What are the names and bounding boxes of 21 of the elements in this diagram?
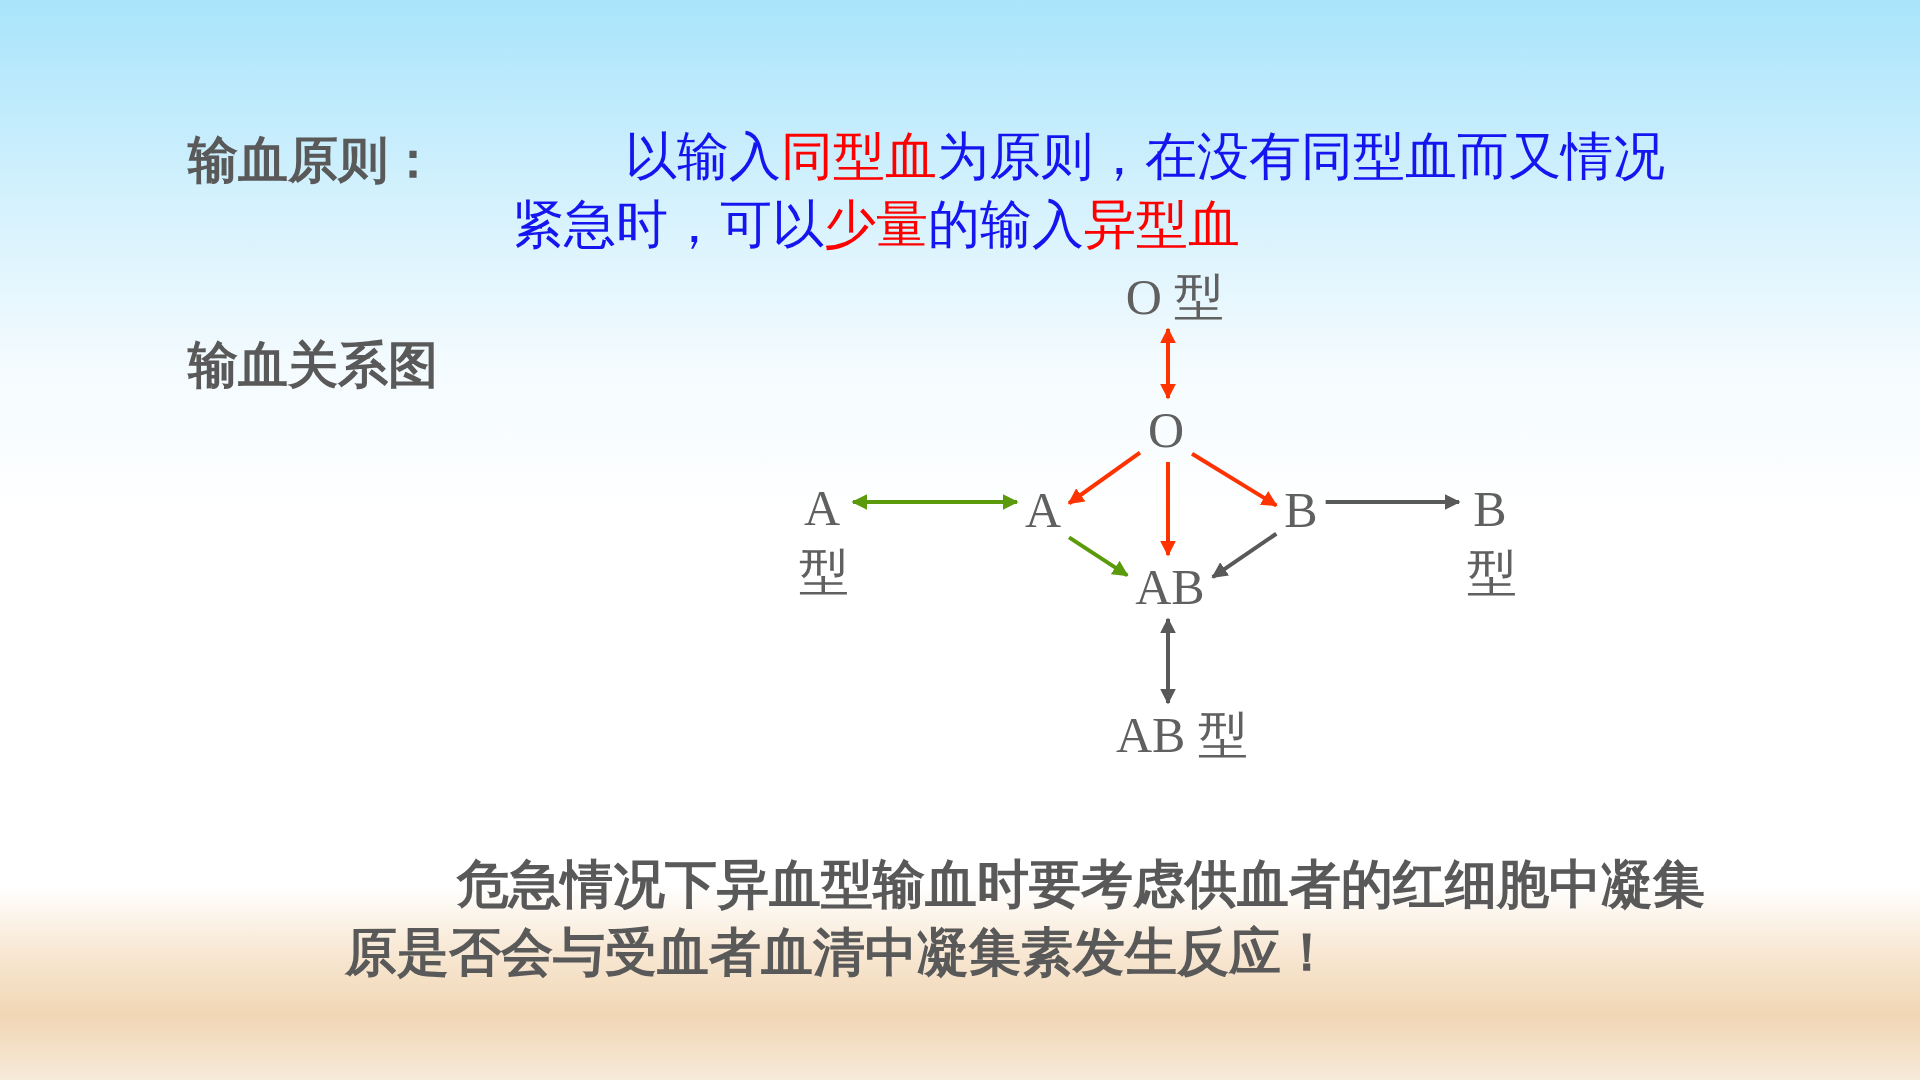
blood-type-label: A bbox=[1016, 478, 1070, 542]
heading: 输血关系图 bbox=[188, 335, 438, 395]
blood-type-label: AB 型 bbox=[1108, 703, 1256, 767]
blood-type-label: AB bbox=[1127, 555, 1213, 619]
blood-type-label: B 型 bbox=[1459, 473, 1521, 609]
arrow bbox=[1160, 327, 1176, 400]
arrow bbox=[1067, 451, 1142, 505]
arrow bbox=[1191, 452, 1278, 508]
heading: 输血原则： bbox=[188, 130, 438, 190]
arrow bbox=[1325, 494, 1461, 510]
arrow bbox=[1211, 532, 1278, 579]
blood-type-label: B bbox=[1276, 478, 1326, 542]
arrow bbox=[1067, 535, 1129, 577]
blood-type-label: O 型 bbox=[1117, 265, 1233, 329]
arrow bbox=[1160, 462, 1176, 557]
note-text: 危急情况下异血型输血时要考虑供血者的红细胞中凝集原是否会与受血者血清中凝集素发生反应！ bbox=[345, 853, 1705, 984]
rule-text: 以输入同型血为原则，在没有同型血而又情况紧急时，可以少量的输入异型血 bbox=[512, 125, 1666, 256]
blood-type-label: A 型 bbox=[791, 472, 853, 608]
blood-type-label: O bbox=[1139, 398, 1193, 462]
arrow bbox=[1160, 617, 1176, 705]
arrow bbox=[851, 494, 1019, 510]
